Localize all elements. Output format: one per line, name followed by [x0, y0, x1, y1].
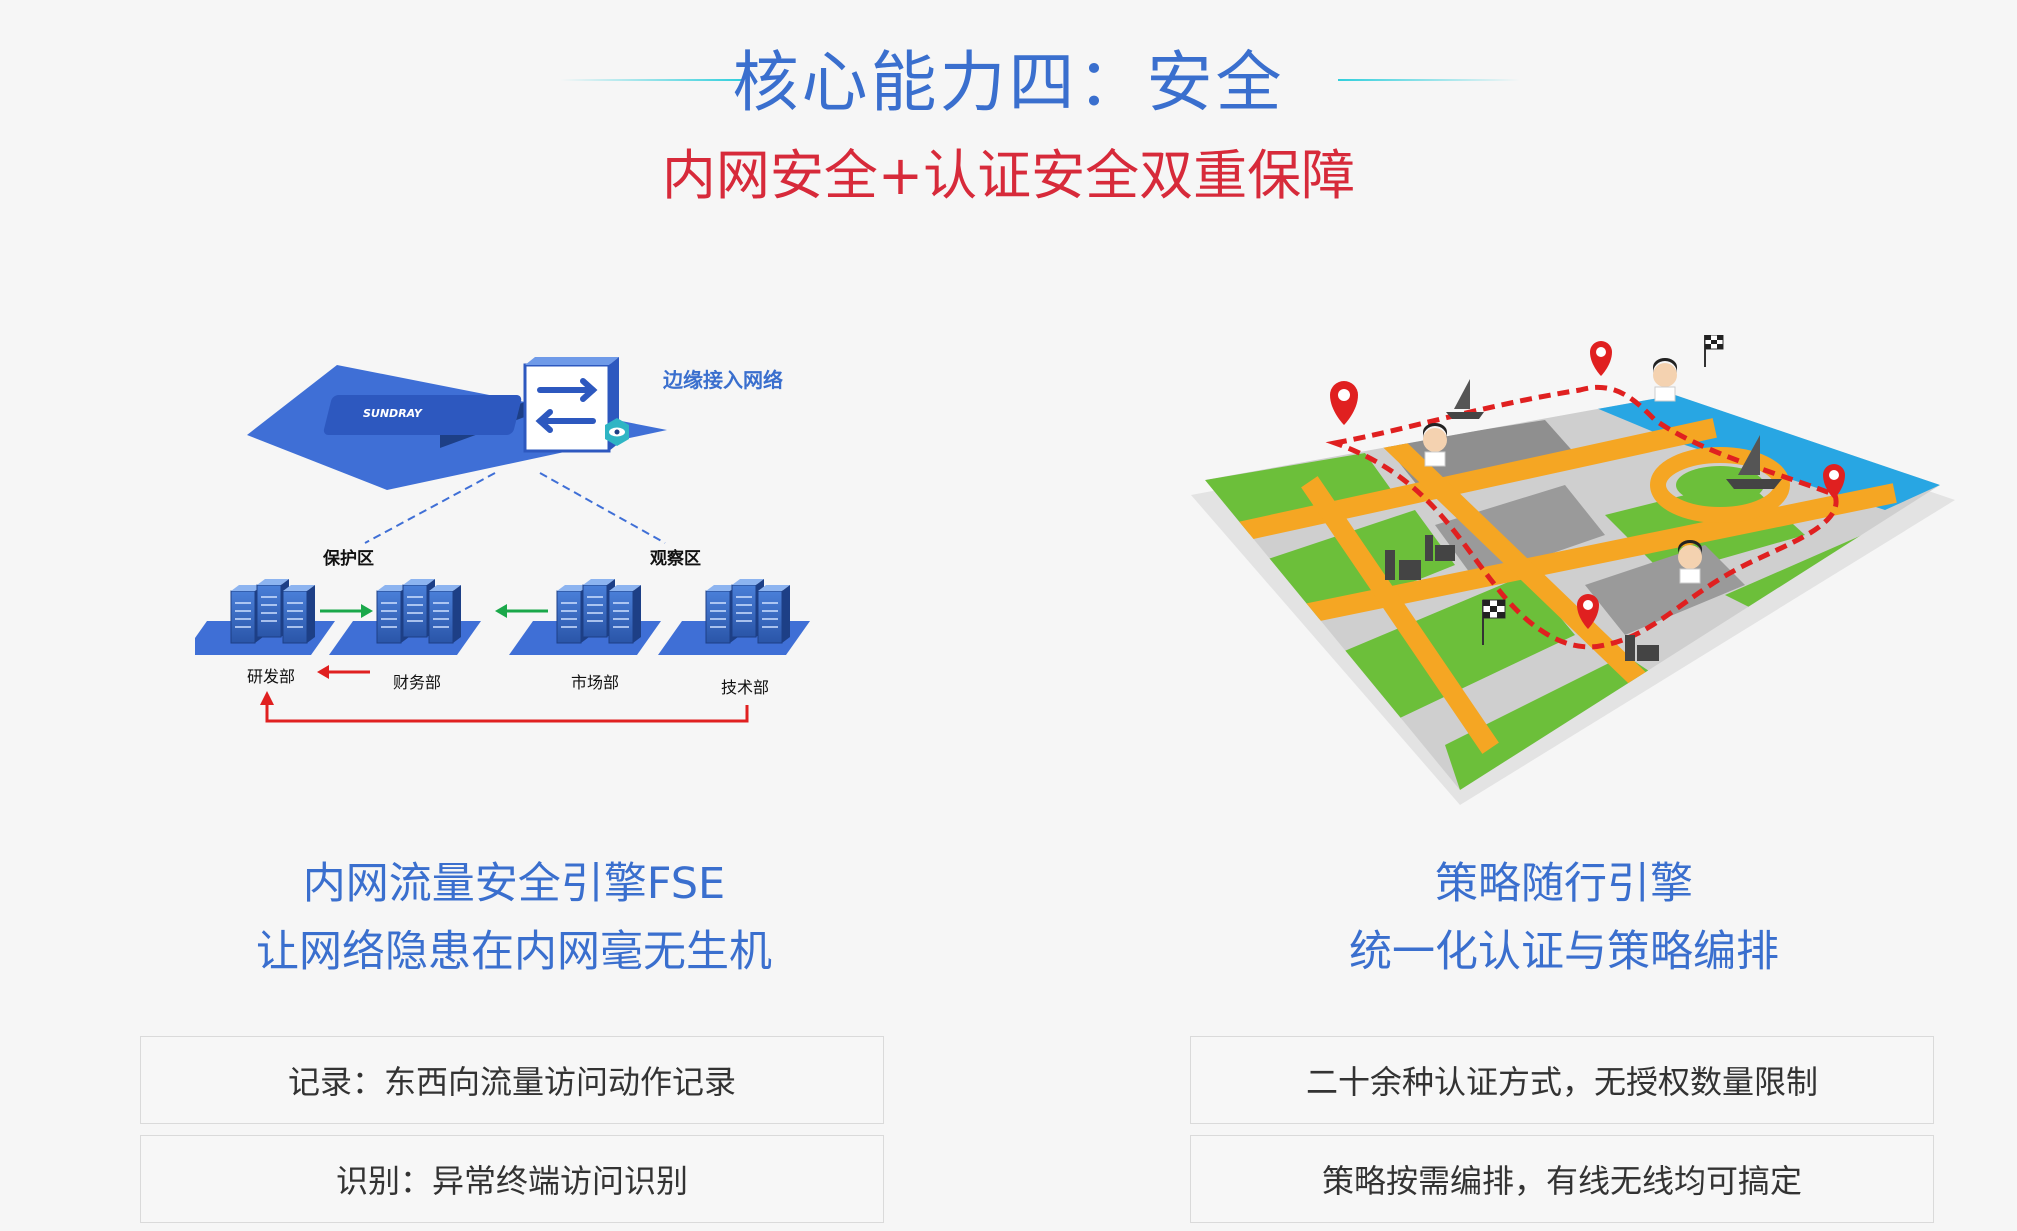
link-observe: [539, 472, 666, 544]
link-protect: [364, 472, 496, 544]
user-avatar-icon: [1653, 358, 1677, 402]
arrow-tech-to-rd: [260, 691, 749, 723]
arrow-market-to-finance: [495, 604, 548, 618]
finish-flag-icon: [1704, 335, 1724, 367]
user-avatar-icon: [1423, 423, 1447, 467]
location-pin-icon: [1823, 464, 1845, 499]
arrow-rd-to-finance: [320, 604, 373, 618]
user-avatar-icon: [1678, 540, 1702, 584]
location-pin-icon: [1590, 341, 1612, 376]
left-feature-text: 识别：异常终端访问识别: [335, 1162, 688, 1200]
road-network: [1213, 418, 1897, 754]
zone-protect-label: 保护区: [322, 548, 374, 569]
title-decor-line-left: [560, 79, 742, 81]
left-caption-line2: 让网络隐患在内网毫无生机: [256, 927, 772, 977]
left-feature-text: 记录：东西向流量访问动作记录: [287, 1063, 736, 1101]
left-feature-box-identify: 识别：异常终端访问识别: [140, 1135, 884, 1223]
device-body: [323, 395, 522, 435]
page-title: 核心能力四：安全: [732, 44, 1285, 121]
left-caption: 内网流量安全引擎FSE 让网络隐患在内网毫无生机: [114, 850, 914, 986]
server-group-tech: [658, 579, 810, 655]
eye-icon: [605, 418, 629, 446]
policy-route-path: [1325, 384, 1839, 650]
left-caption-line1: 内网流量安全引擎FSE: [302, 859, 726, 909]
network-topology-diagram: SUNDRAY 边缘接入网络 保护区 观察区 研发部 财务部: [195, 357, 835, 723]
park-block: [1335, 575, 1575, 725]
dept-label-finance: 财务部: [393, 673, 441, 692]
right-caption: 策略随行引擎 统一化认证与策略编排: [1164, 850, 1964, 986]
left-feature-box-record: 记录：东西向流量访问动作记录: [140, 1036, 884, 1124]
arrow-finance-to-rd: [317, 665, 370, 679]
sailboat-icon: [1446, 379, 1484, 419]
right-feature-box-auth: 二十余种认证方式，无授权数量限制: [1190, 1036, 1934, 1124]
title-decor-line-right: [1338, 79, 1520, 81]
switch-arrows-icon: [535, 378, 598, 433]
server-group-finance: [329, 579, 481, 655]
right-feature-text: 二十余种认证方式，无授权数量限制: [1305, 1063, 1818, 1101]
dept-label-market: 市场部: [571, 673, 619, 692]
factory-icon: [1385, 535, 1659, 661]
right-feature-text: 策略按需编排，有线无线均可搞定: [1321, 1162, 1802, 1200]
right-caption-line2: 统一化认证与策略编排: [1349, 927, 1779, 977]
server-group-rd: [195, 579, 335, 655]
server-group-market: [509, 579, 661, 655]
sailboat-icon: [1726, 435, 1782, 489]
dept-label-tech: 技术部: [721, 678, 769, 697]
dept-label-rd: 研发部: [247, 667, 295, 686]
zone-observe-label: 观察区: [649, 548, 701, 569]
location-pin-icon: [1330, 381, 1358, 425]
header: 核心能力四：安全: [0, 38, 2017, 128]
park-block: [1205, 453, 1395, 535]
device-brand-label: SUNDRAY: [363, 407, 423, 420]
policy-route-map-illustration: [1191, 335, 1955, 805]
page-subtitle: 内网安全+认证安全双重保障: [661, 144, 1356, 207]
building-block: [1585, 545, 1745, 635]
location-pin-icon: [1577, 594, 1599, 629]
right-feature-box-policy: 策略按需编排，有线无线均可搞定: [1190, 1135, 1934, 1223]
device-panel: [523, 363, 611, 453]
building-block: [1435, 485, 1605, 580]
finish-flag-icon: [1482, 599, 1506, 645]
right-caption-line1: 策略随行引擎: [1435, 859, 1693, 909]
edge-network-label: 边缘接入网络: [662, 368, 783, 392]
